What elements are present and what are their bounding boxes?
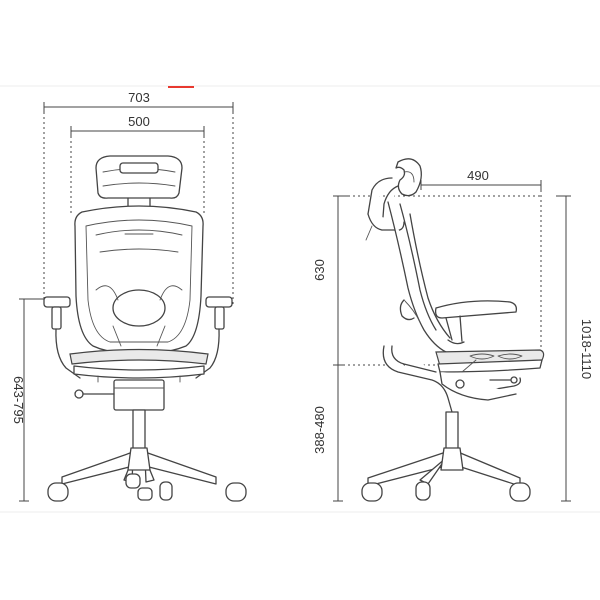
side-armrest <box>434 300 518 345</box>
back-width-label: 500 <box>128 114 150 129</box>
total-height-dimension: 1018-1110 <box>556 195 594 502</box>
side-seat-shell-inner <box>391 345 437 373</box>
side-star-base <box>367 447 521 487</box>
front-casters <box>47 473 247 502</box>
seat-depth-label: 490 <box>467 168 489 183</box>
back-height-label: 630 <box>312 259 327 281</box>
overall-width-label: 703 <box>128 90 150 105</box>
back-height-dimension: 630 <box>312 195 348 365</box>
front-mechanism <box>74 379 165 411</box>
armrest-height-label: 643-795 <box>11 376 26 424</box>
front-backrest <box>74 205 204 353</box>
armrest-height-dimension: 643-795 <box>11 298 48 502</box>
side-view: 490 630 388-480 1018-1110 <box>312 158 594 502</box>
total-height-label: 1018-1110 <box>579 319 594 379</box>
accent-mark <box>168 86 194 88</box>
front-star-base <box>61 447 217 485</box>
seat-height-label: 388-480 <box>312 406 327 454</box>
front-seat <box>69 348 209 383</box>
seat-height-dimension: 388-480 <box>312 364 343 502</box>
side-casters <box>361 481 531 502</box>
overall-width-dimension: 703 <box>43 90 234 305</box>
side-seat <box>435 349 545 373</box>
seat-depth-dimension: 490 <box>348 168 542 362</box>
back-width-dimension: 500 <box>70 114 205 215</box>
side-mechanism <box>439 359 522 401</box>
front-view: 703 500 643-795 <box>11 90 247 502</box>
